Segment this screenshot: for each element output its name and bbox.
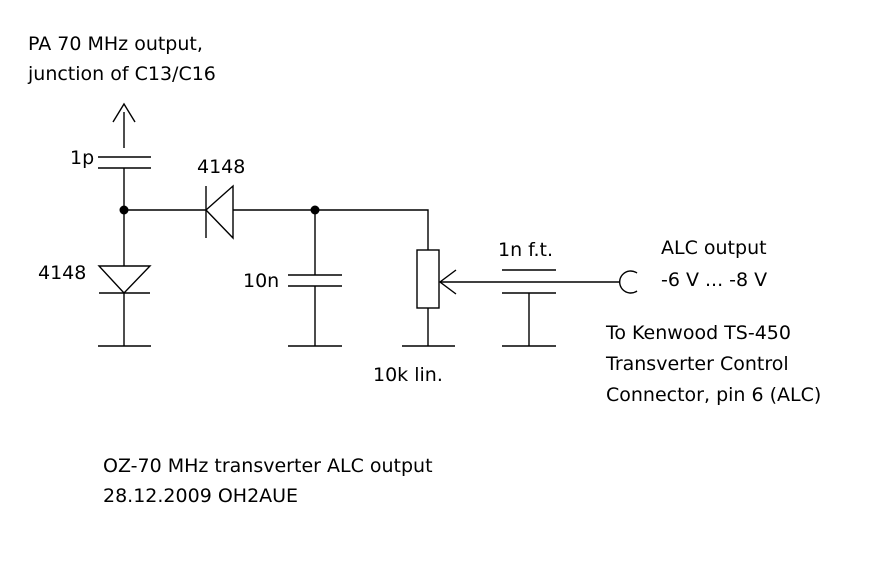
label-alc-output-line2: -6 V ... -8 V <box>661 269 768 291</box>
label-kenwood-line1: To Kenwood TS-450 <box>606 322 791 344</box>
caption-title: OZ-70 MHz transverter ALC output <box>103 455 433 477</box>
caption-date-author: 28.12.2009 OH2AUE <box>103 485 299 507</box>
label-capacitor-1p: 1p <box>70 147 95 169</box>
label-alc-output-line1: ALC output <box>661 237 767 259</box>
series-diode-4148 <box>204 184 234 240</box>
label-pa-output-line2: junction of C13/C16 <box>28 63 216 85</box>
pa-output-arrow <box>112 102 136 148</box>
potentiometer-10k <box>416 249 440 309</box>
label-pa-output-line1: PA 70 MHz output, <box>28 33 203 55</box>
label-kenwood-line3: Connector, pin 6 (ALC) <box>606 384 822 406</box>
label-series-diode: 4148 <box>197 156 246 178</box>
label-potentiometer: 10k lin. <box>373 364 443 386</box>
alc-output-connector <box>618 270 638 294</box>
label-capacitor-10n: 10n <box>243 270 280 292</box>
label-kenwood-line2: Transverter Control <box>606 353 789 375</box>
capacitor-10n <box>288 274 342 287</box>
wire-node-to-pot <box>315 209 429 250</box>
label-shunt-diode: 4148 <box>38 262 87 284</box>
shunt-diode-4148 <box>97 265 152 295</box>
label-feedthrough-capacitor: 1n f.t. <box>498 239 554 261</box>
capacitor-1p <box>98 156 151 169</box>
